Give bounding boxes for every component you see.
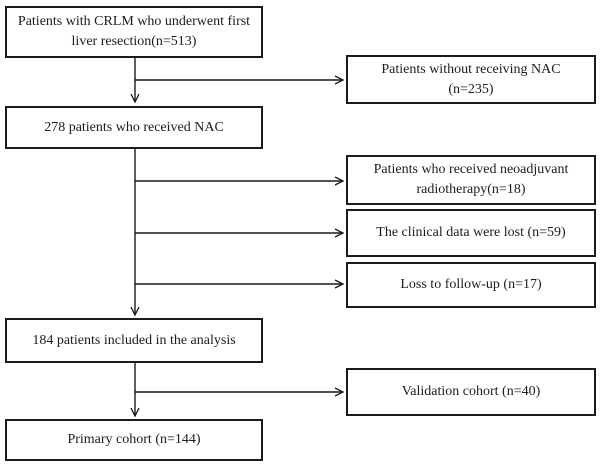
node-text-line: liver resection(n=513) <box>71 34 197 49</box>
node-text-line: (n=235) <box>448 81 494 97</box>
node-text-line: 278 patients who received NAC <box>44 119 224 135</box>
node-validation-cohort: Validation cohort (n=40) <box>346 368 596 416</box>
node-neoadjuvant-radiotherapy: Patients who received neoadjuvant radiot… <box>346 155 596 205</box>
node-clinical-data-lost: The clinical data were lost (n=59) <box>346 209 596 257</box>
node-crlm-first-resection: Patients with CRLM who underwent first l… <box>5 6 263 58</box>
node-text-line: radiotherapy(n=18) <box>416 182 526 197</box>
node-text-line: Patients who received neoadjuvant <box>373 162 569 177</box>
node-text-line: Patients without receiving NAC <box>381 61 561 77</box>
node-text-line: Validation cohort (n=40) <box>401 384 541 399</box>
node-loss-to-follow-up: Loss to follow-up (n=17) <box>346 262 596 308</box>
node-text-line: Patients with CRLM who underwent first <box>17 14 251 29</box>
node-text-line: The clinical data were lost (n=59) <box>376 225 566 240</box>
node-without-nac: Patients without receiving NAC (n=235) <box>346 55 596 104</box>
node-text-line: 184 patients included in the analysis <box>32 332 236 348</box>
node-primary-cohort: Primary cohort (n=144) <box>5 419 263 461</box>
node-included-analysis: 184 patients included in the analysis <box>5 318 263 363</box>
node-text-line: Primary cohort (n=144) <box>67 432 201 447</box>
node-received-nac: 278 patients who received NAC <box>5 106 263 149</box>
node-text-line: Loss to follow-up (n=17) <box>400 277 542 292</box>
